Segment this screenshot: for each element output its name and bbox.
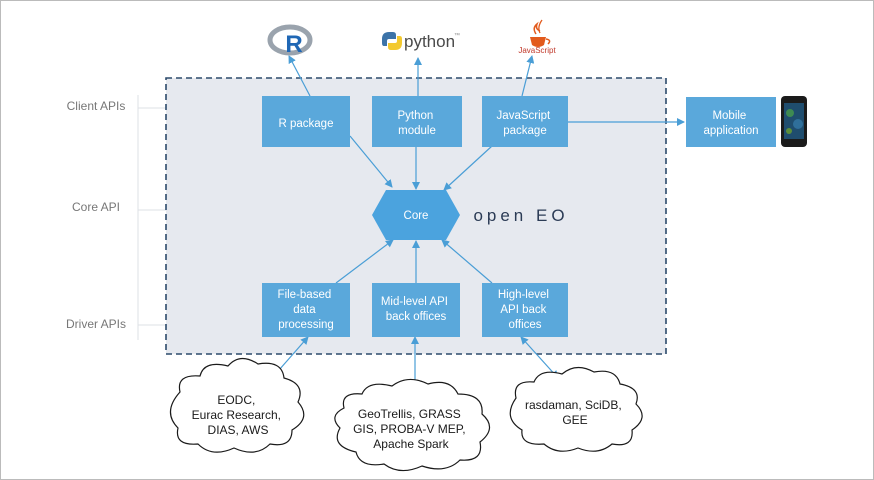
cloud-rasdaman: rasdaman, SciDB, GEE <box>509 366 643 452</box>
r-logo-text: R <box>285 31 302 58</box>
cloud-eodc-text: EODC, Eurac Research, DIAS, AWS <box>192 393 285 437</box>
python-module-box: Python module <box>372 96 462 147</box>
mobile-application-box: Mobile application <box>686 97 776 147</box>
r-logo-icon: R <box>267 24 313 58</box>
core-api-label: Core API <box>72 200 120 214</box>
python-logo-text: python <box>404 32 455 51</box>
core-label: Core <box>404 210 429 222</box>
r-package-box: R package <box>262 96 350 147</box>
client-apis-label: Client APIs <box>67 99 126 113</box>
arrow-js-package-to-core <box>443 145 493 191</box>
arrow-r-package-to-core <box>349 135 393 188</box>
mobile-application-label: Mobile application <box>704 110 759 137</box>
high-level-api-label: High-level API back offices <box>498 289 552 331</box>
driver-apis-label: Driver APIs <box>66 317 126 331</box>
cloud-eodc: EODC, Eurac Research, DIAS, AWS <box>169 357 305 453</box>
python-trademark: ™ <box>454 32 460 39</box>
cloud-geotrellis-text: GeoTrellis, GRASS GIS, PROBA-V MEP, Apac… <box>353 407 469 451</box>
javascript-package-box: JavaScript package <box>482 96 568 147</box>
core-node: Core <box>372 190 460 240</box>
arrow-high-level-to-core <box>441 239 493 284</box>
high-level-api-box: High-level API back offices <box>482 283 568 337</box>
arrow-r-package-to-r <box>288 55 311 97</box>
file-based-processing-box: File-based data processing <box>262 283 350 337</box>
arrow-file-based-to-core <box>335 239 394 284</box>
python-module-label: Python module <box>397 110 436 137</box>
arrow-js-package-to-javascript <box>521 55 535 97</box>
mid-level-api-label: Mid-level API back offices <box>381 296 451 323</box>
javascript-logo-icon: JavaScript <box>518 19 556 55</box>
cloud-geotrellis: GeoTrellis, GRASS GIS, PROBA-V MEP, Apac… <box>334 378 491 472</box>
mid-level-api-box: Mid-level API back offices <box>372 283 460 337</box>
python-logo-icon: python ™ <box>382 32 460 51</box>
smartphone-icon <box>781 96 807 147</box>
javascript-package-label: JavaScript package <box>497 110 554 137</box>
javascript-logo-text: JavaScript <box>518 46 556 55</box>
arrow-high-level-to-rasdaman <box>520 336 559 379</box>
r-package-label: R package <box>279 118 334 130</box>
openeo-brand-text: open EO <box>473 206 568 225</box>
cloud-rasdaman-text: rasdaman, SciDB, GEE <box>525 398 625 427</box>
file-based-processing-label: File-based data processing <box>278 289 335 331</box>
